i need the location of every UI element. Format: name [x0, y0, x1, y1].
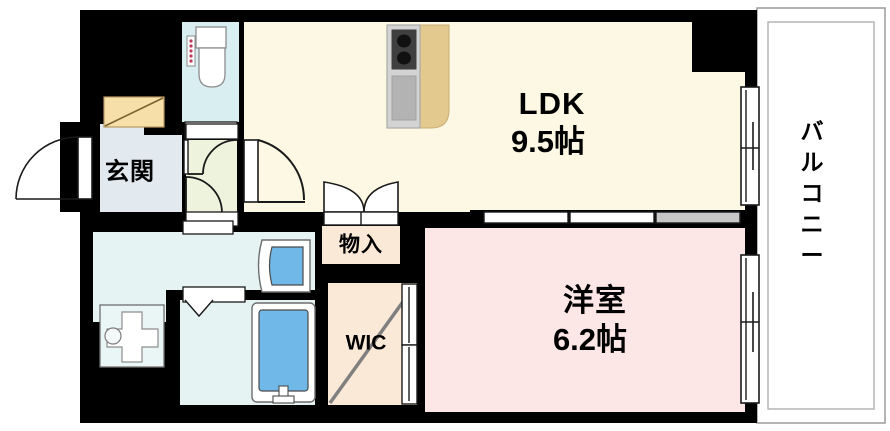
shoe-cabinet-diagonal [104, 97, 164, 127]
ldk-size-label: 9.5帖 [511, 124, 585, 159]
bedroom-label: 洋室 [563, 283, 627, 318]
bathroom-door-swing-mark [184, 299, 214, 318]
room-wic: WIC [328, 283, 418, 405]
entrance-floor [100, 124, 182, 212]
room-toilet [182, 22, 239, 139]
stove-oven-panel [391, 75, 417, 121]
bedroom-floor [425, 228, 745, 412]
partition-panel-1[interactable] [483, 211, 569, 224]
wash-basin-unit [257, 239, 311, 293]
hallway-area [183, 123, 239, 227]
hall-door-lower-arc[interactable] [185, 176, 223, 214]
toilet-holder-dot-2 [189, 44, 193, 48]
room-washroom [93, 220, 315, 368]
entry-door-leaf[interactable] [77, 136, 93, 200]
bathtub-faucet-base-icon [272, 395, 295, 404]
hallway-header-panel [185, 123, 239, 140]
washroom-door-top[interactable] [182, 220, 234, 235]
kitchen-unit [386, 24, 450, 129]
storage-floor [322, 226, 400, 264]
balcony-sliding-doors[interactable] [740, 86, 760, 404]
bathroom-door[interactable] [182, 286, 246, 303]
partition-panel-3[interactable] [655, 211, 741, 224]
entrance-label: 玄関 [105, 157, 155, 185]
ldk-bedroom-partition[interactable] [483, 211, 741, 224]
bedroom-size-label: 6.2帖 [553, 322, 627, 357]
toilet-tank [195, 26, 227, 49]
balcony-area: バルコニー [756, 7, 886, 424]
room-bathroom [180, 286, 316, 405]
wall-mass-entrance-notch [60, 122, 80, 212]
toilet-holder-dot-5 [189, 59, 193, 63]
balcony-label: バルコニー [801, 118, 824, 268]
ldk-balcony-door[interactable] [740, 86, 760, 206]
wash-basin-bowl [268, 246, 304, 286]
washing-machine-drain-icon [104, 327, 122, 345]
ldk-door-swing-arc [257, 139, 306, 201]
entry-door-swing-arc [15, 136, 79, 200]
washing-machine-cross-icon [106, 311, 159, 363]
wic-hanger-rod [328, 283, 417, 405]
toilet-holder-dot-4 [189, 54, 193, 58]
stove-burner-front-icon [397, 34, 411, 48]
wic-label: WIC [346, 332, 387, 355]
room-entrance: 玄関 [15, 96, 182, 212]
kitchen-counter [417, 24, 450, 129]
storage-label: 物入 [339, 233, 383, 257]
ldk-label: LDK [519, 86, 586, 121]
bedroom-balcony-door[interactable] [740, 254, 760, 404]
balcony-inner-boundary [767, 21, 875, 410]
toilet-bowl [198, 47, 226, 88]
room-storage: 物入 [322, 181, 400, 264]
ldk-floor [244, 22, 745, 212]
ldk-door-leaf[interactable] [243, 139, 259, 203]
room-bedroom: 洋室 6.2帖 [425, 228, 745, 412]
bathtub-basin [258, 309, 309, 392]
ldk-entry-door [243, 139, 306, 203]
partition-panel-2[interactable] [569, 211, 655, 224]
room-ldk: LDK 9.5帖 [244, 22, 745, 212]
stove-burner-rear-icon [397, 51, 411, 65]
hall-door-upper-arc[interactable] [202, 139, 238, 175]
toilet-holder-dot-3 [189, 49, 193, 53]
toilet-holder-dot-1 [189, 39, 193, 43]
hall-door-upper-jamb [183, 139, 189, 175]
